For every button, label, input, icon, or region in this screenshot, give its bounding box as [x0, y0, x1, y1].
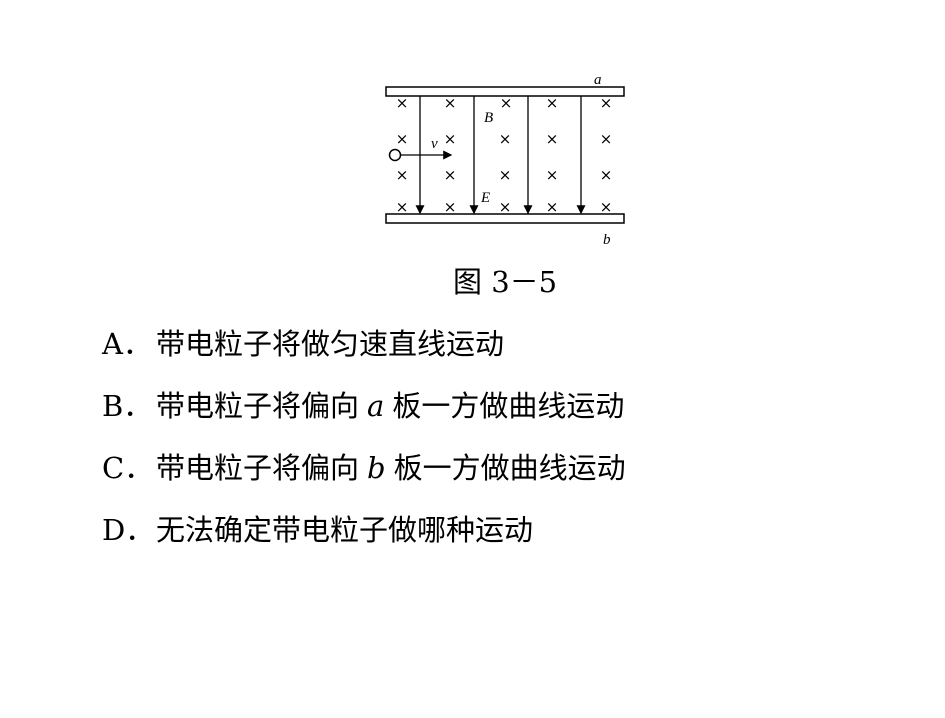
option-text: 无法确定带电粒子做哪种运动 [156, 513, 534, 547]
field-e-label: E [480, 190, 490, 206]
plate-variable: a [367, 389, 385, 423]
cross-mark: × [600, 166, 613, 184]
field-diagram: a b × × × × × × × × × × × × × × × × × × × × B E v [385, 72, 625, 248]
field-b-label: B [484, 110, 493, 126]
cross-mark: × [600, 94, 613, 112]
plate-b-label: b [603, 232, 611, 248]
cross-mark: × [444, 94, 457, 112]
cross-mark: × [600, 130, 613, 148]
option-a: A．带电粒子将做匀速直线运动 [102, 324, 504, 364]
cross-mark: × [396, 166, 409, 184]
charged-particle [388, 148, 402, 162]
cross-mark: × [396, 198, 409, 216]
cross-mark: × [600, 198, 613, 216]
plate-a-label: a [594, 72, 602, 88]
option-text-end: 板一方做曲线运动 [392, 389, 625, 423]
cross-mark: × [546, 198, 559, 216]
option-letter: B． [102, 389, 153, 423]
option-letter: D． [102, 513, 155, 547]
cross-mark: × [546, 94, 559, 112]
cross-mark: × [444, 198, 457, 216]
cross-mark: × [396, 94, 409, 112]
option-letter: C． [102, 451, 154, 485]
option-text: 带电粒子将做匀速直线运动 [156, 327, 505, 361]
cross-mark: × [396, 130, 409, 148]
cross-mark: × [444, 166, 457, 184]
option-d: D．无法确定带电粒子做哪种运动 [102, 510, 533, 550]
magnetic-field-crosses: × × × × × × × × × × × × × × × × × × × × [396, 94, 613, 216]
plate-a [385, 86, 625, 97]
option-letter: A． [102, 327, 152, 361]
option-text: 带电粒子将偏向 [156, 389, 360, 423]
cross-mark: × [500, 94, 513, 112]
cross-mark: × [546, 166, 559, 184]
cross-mark: × [499, 166, 512, 184]
velocity-label: v [431, 136, 438, 152]
cross-mark: × [444, 130, 457, 148]
plate-b [385, 213, 625, 224]
cross-mark: × [546, 130, 559, 148]
option-text-end: 板一方做曲线运动 [393, 451, 626, 485]
plate-variable: b [367, 451, 386, 485]
figure-caption: 图 3－5 [453, 265, 558, 299]
option-text: 带电粒子将偏向 [156, 451, 360, 485]
cross-mark: × [499, 130, 512, 148]
cross-mark: × [499, 198, 512, 216]
